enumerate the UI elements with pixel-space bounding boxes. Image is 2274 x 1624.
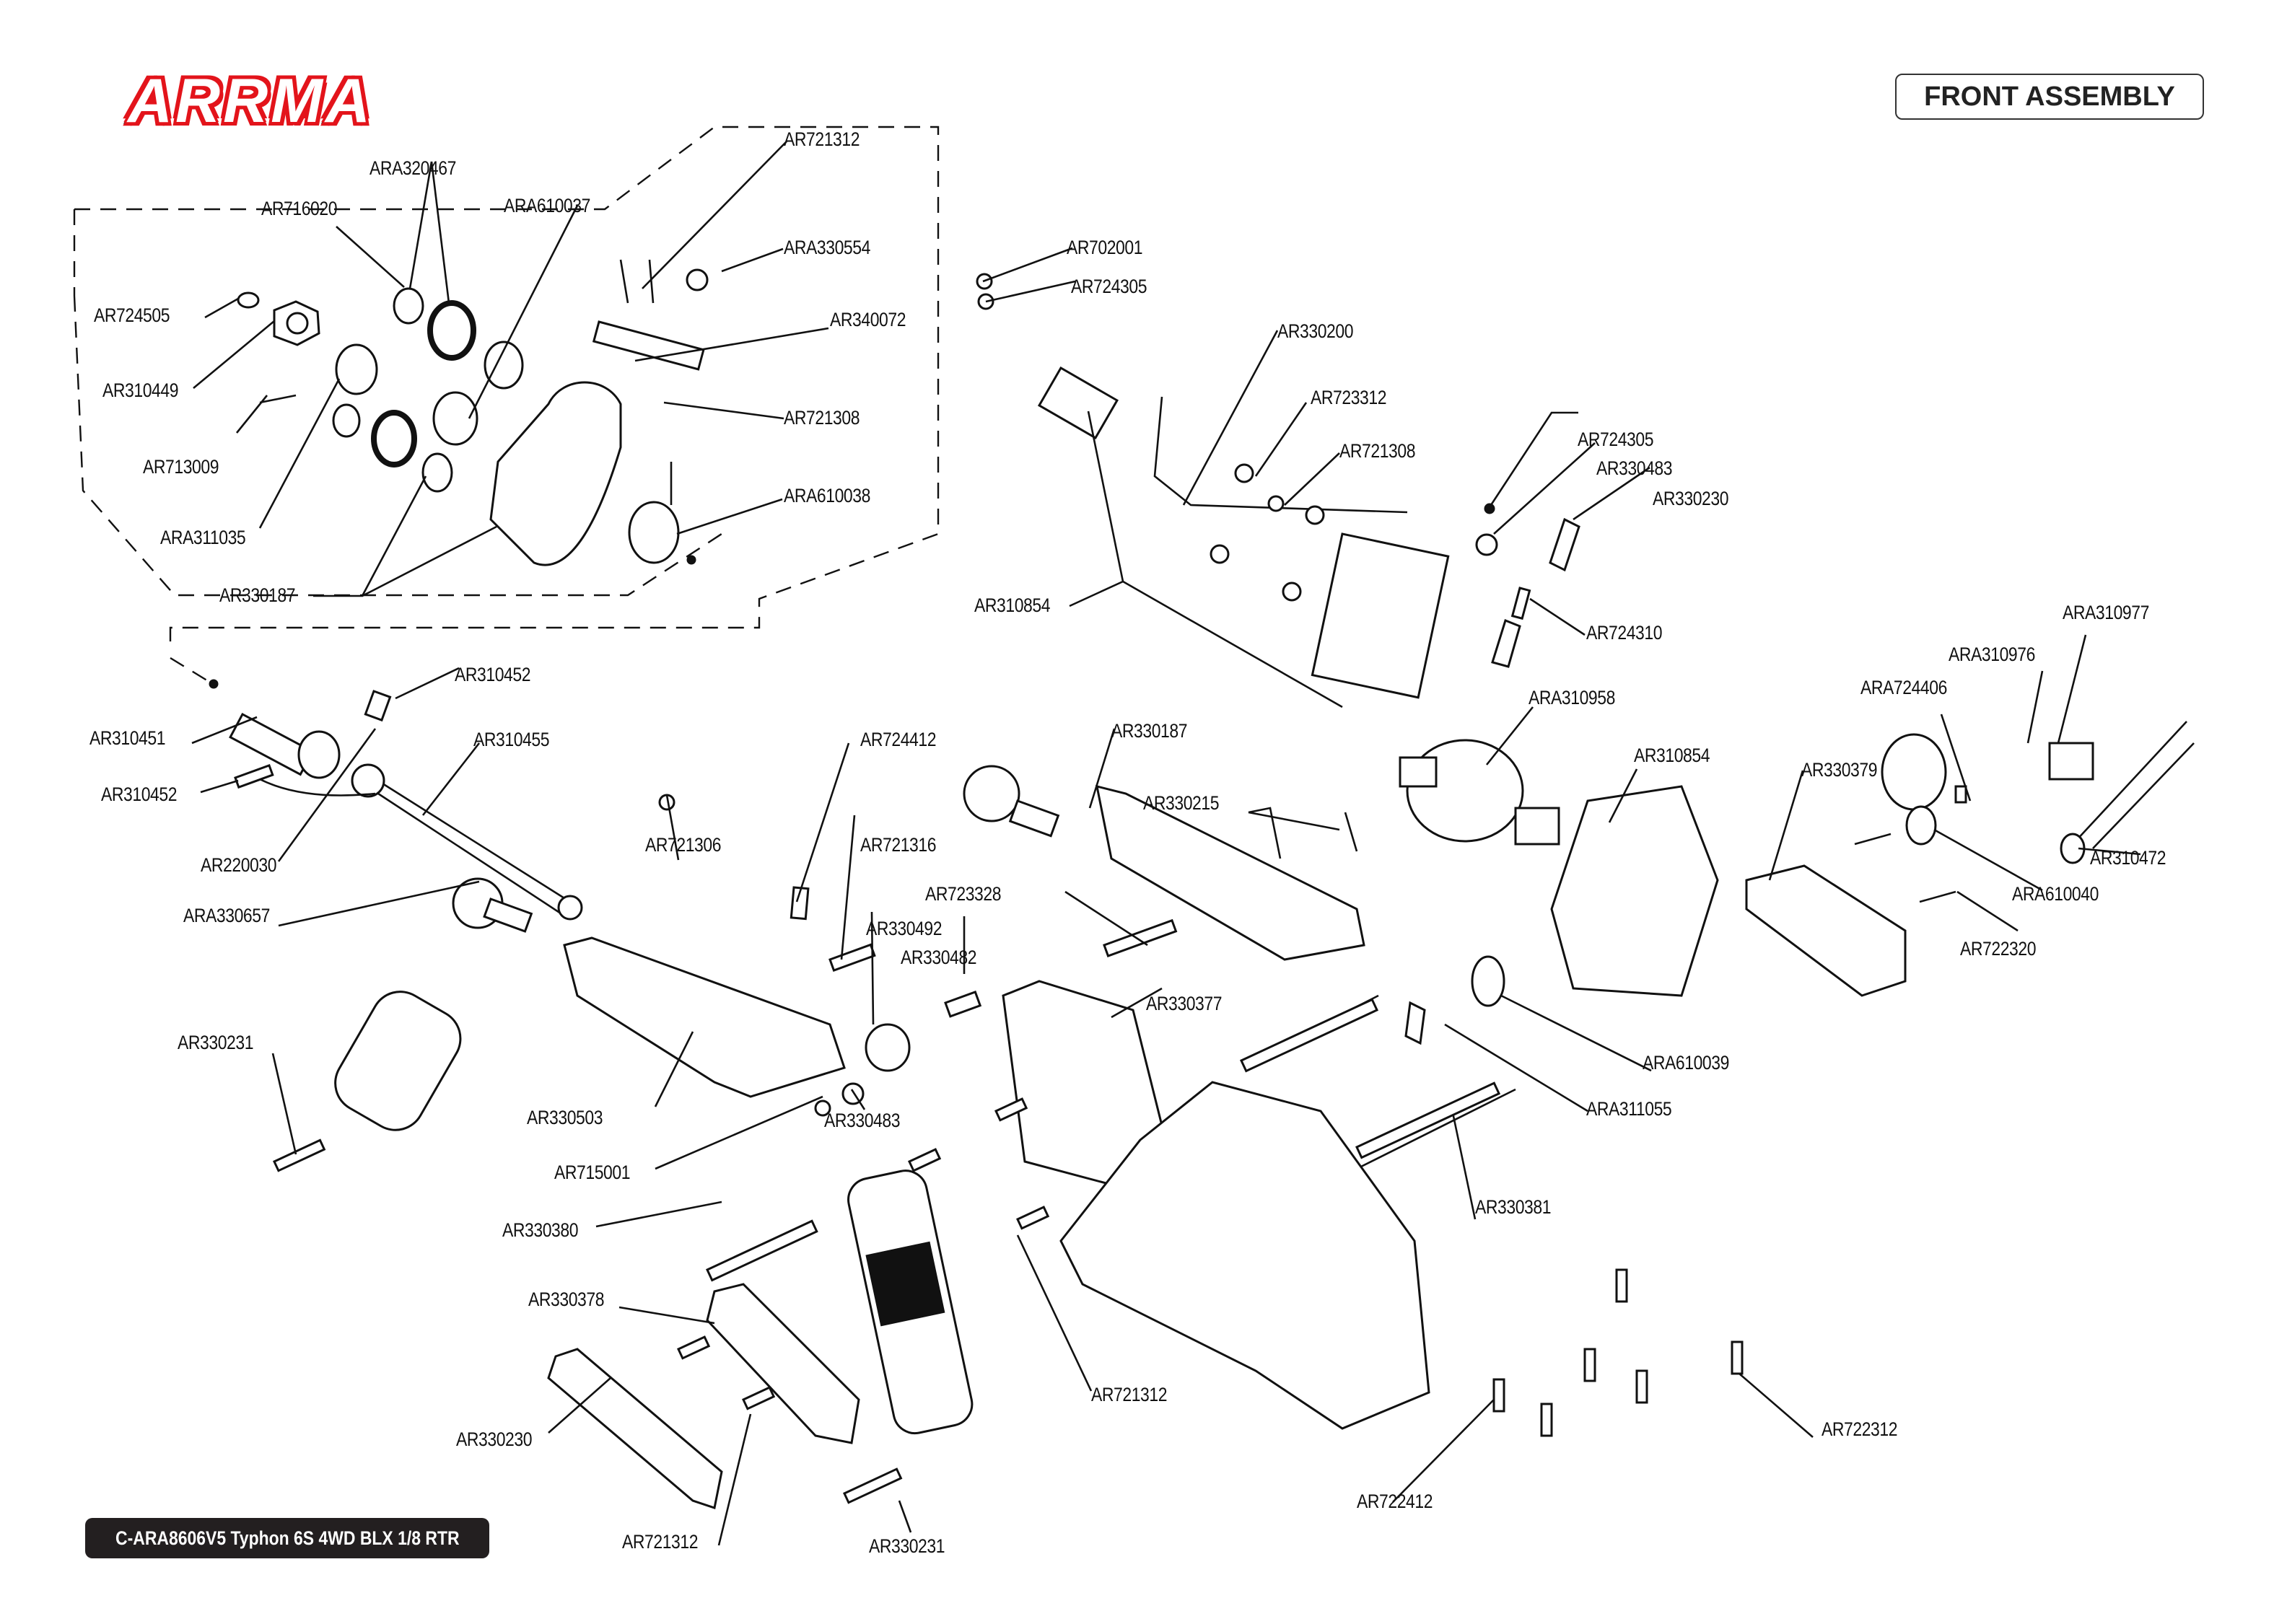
shock-absorber-parts (273, 991, 974, 1504)
part-label: AR330200 (1277, 320, 1354, 342)
part-label: ARA311055 (1586, 1098, 1672, 1120)
part-label: AR310452 (455, 664, 531, 685)
differential-parts (1399, 721, 2195, 1045)
part-label: AR330231 (869, 1535, 945, 1557)
arrma-logo: ARRMA (81, 64, 420, 137)
part-label: AR330377 (1146, 993, 1223, 1014)
part-label: AR722412 (1357, 1491, 1433, 1512)
part-label: AR721312 (1091, 1384, 1168, 1405)
part-label: ARA310976 (1949, 644, 2035, 665)
part-label: AR721312 (784, 128, 860, 150)
part-label: AR310472 (2090, 847, 2166, 869)
part-label: AR310854 (974, 594, 1051, 616)
part-label: AR310455 (473, 729, 550, 750)
part-label: ARA310958 (1529, 687, 1615, 708)
part-label: ARA311035 (160, 527, 246, 548)
part-label: AR724305 (1578, 429, 1654, 450)
part-label: AR721312 (622, 1531, 699, 1553)
part-label: AR330230 (456, 1428, 533, 1450)
part-label: AR722312 (1822, 1418, 1898, 1440)
model-name: C-ARA8606V5 Typhon 6S 4WD BLX 1/8 RTR (115, 1527, 460, 1549)
part-label: AR722320 (1960, 938, 2037, 960)
part-label: AR721316 (860, 834, 937, 856)
part-label: AR340072 (830, 309, 906, 330)
part-label: AR724505 (94, 304, 170, 326)
part-label: AR702001 (1067, 237, 1143, 258)
part-label: AR330378 (528, 1289, 605, 1310)
part-label: AR721308 (784, 407, 860, 429)
part-label: AR330483 (824, 1110, 901, 1131)
callout-dot-icon (209, 679, 219, 689)
part-label: AR330187 (1111, 720, 1188, 742)
part-label: AR330380 (502, 1219, 579, 1241)
suspension-arm-parts (563, 765, 1501, 1430)
part-label: AR723328 (925, 883, 1002, 905)
part-label: AR310451 (89, 727, 166, 749)
part-label: AR721308 (1339, 440, 1416, 462)
steering-knuckle-parts (237, 259, 709, 566)
part-label: ARA724406 (1860, 677, 1947, 698)
part-label: AR724310 (1586, 622, 1663, 644)
part-label: AR721306 (645, 834, 722, 856)
part-label: AR724305 (1071, 276, 1147, 297)
part-label: AR310452 (101, 784, 178, 805)
hinge-pin-brace-parts (547, 1097, 1744, 1509)
part-label: AR330482 (901, 947, 977, 968)
part-label: AR220030 (201, 854, 277, 876)
part-label: AR723312 (1311, 387, 1387, 408)
part-label: AR330381 (1475, 1196, 1552, 1218)
section-title: FRONT ASSEMBLY (1924, 81, 2175, 112)
part-label: ARA610038 (784, 485, 870, 506)
callout-dot-icon (686, 555, 696, 565)
driveshaft-parts (229, 690, 675, 933)
logo-text: ARRMA (126, 64, 374, 137)
steering-linkage-parts (976, 273, 1580, 699)
part-label: AR330379 (1801, 759, 1878, 781)
part-label: AR330230 (1653, 488, 1729, 509)
part-label: ARA330657 (183, 905, 270, 926)
part-label: AR330231 (178, 1032, 254, 1053)
part-label: AR330187 (219, 584, 296, 606)
section-title-box: FRONT ASSEMBLY (1895, 74, 2204, 120)
part-label: ARA320467 (369, 157, 456, 179)
part-label: AR330215 (1143, 792, 1220, 814)
model-name-badge: C-ARA8606V5 Typhon 6S 4WD BLX 1/8 RTR (85, 1518, 489, 1558)
part-label: AR330492 (866, 918, 943, 939)
part-label: ARA610039 (1643, 1052, 1729, 1074)
part-label: ARA310977 (2063, 602, 2149, 623)
part-label: AR724412 (860, 729, 937, 750)
part-label: AR310449 (102, 379, 179, 401)
part-label: AR330503 (527, 1107, 603, 1128)
part-label: AR716020 (261, 198, 338, 219)
part-label: ARA610037 (504, 195, 590, 216)
part-label: ARA330554 (784, 237, 870, 258)
part-label: AR310854 (1634, 745, 1710, 766)
part-label: AR330483 (1596, 457, 1673, 479)
part-label: AR713009 (143, 456, 219, 478)
part-label: AR715001 (554, 1162, 631, 1183)
part-label: ARA610040 (2012, 883, 2099, 905)
